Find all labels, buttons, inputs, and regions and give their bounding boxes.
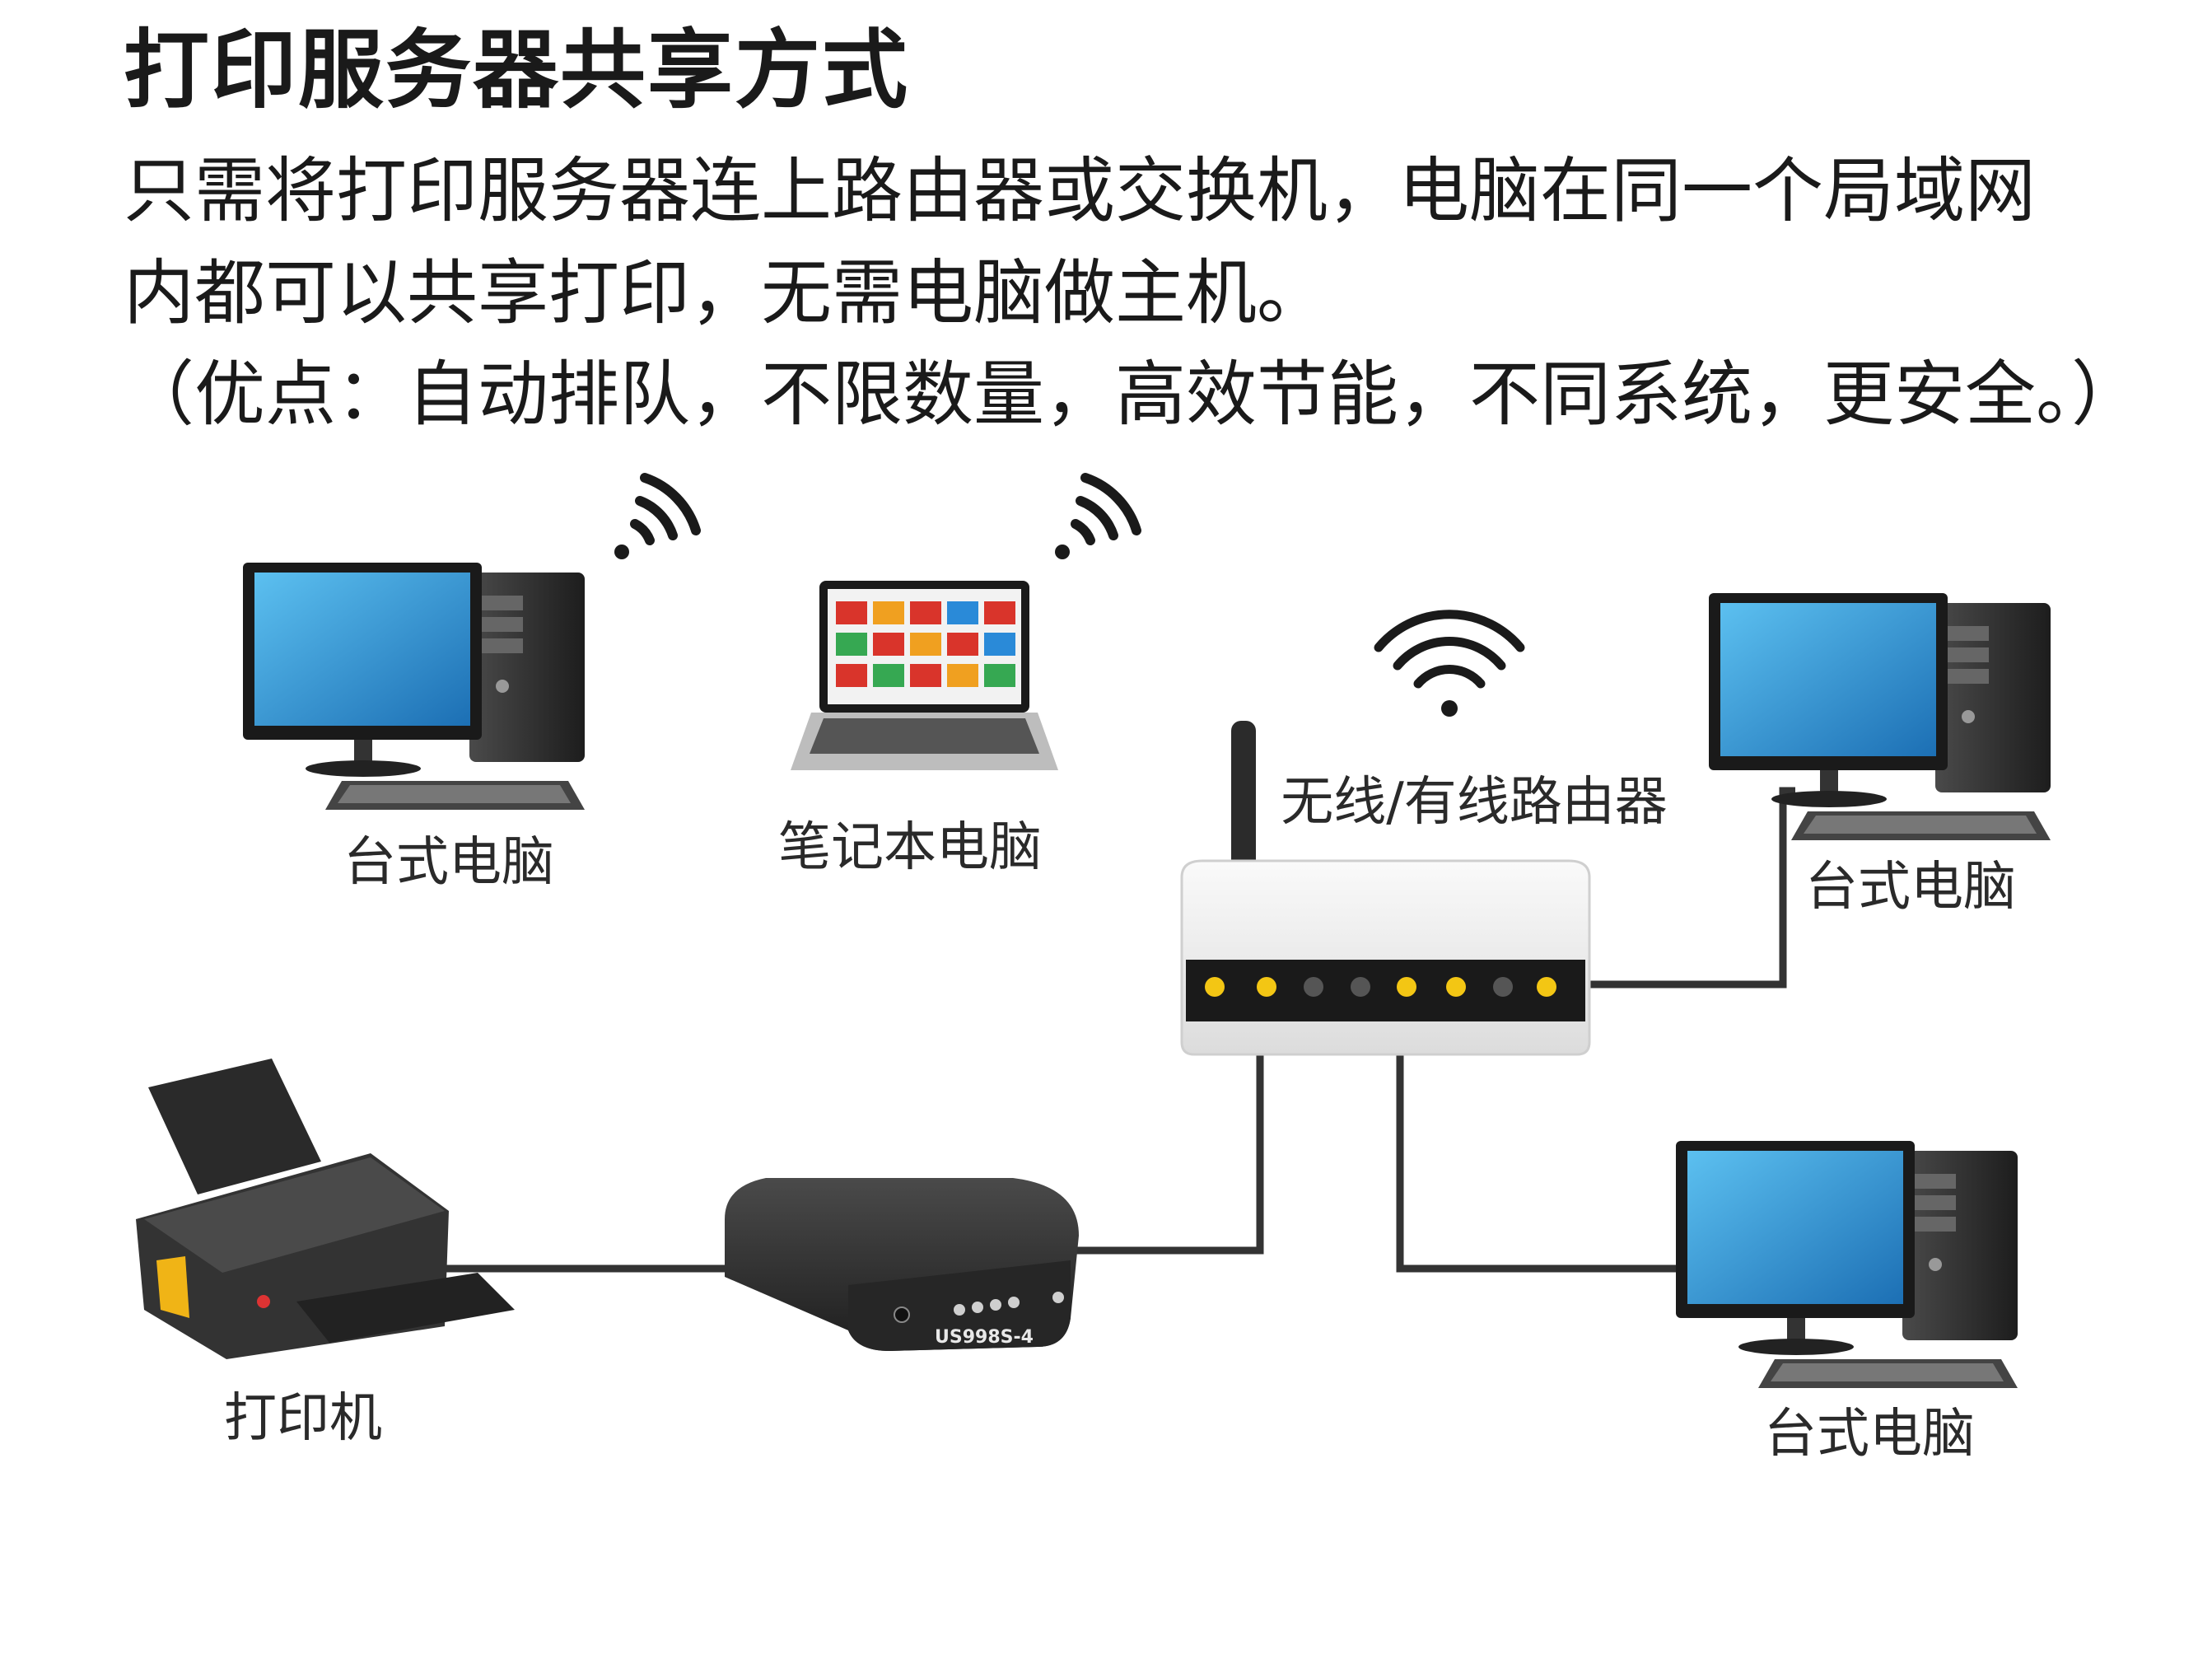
printer: 打印机	[136, 1059, 515, 1449]
desktop-3: 台式电脑	[1676, 1141, 2018, 1465]
printer-label: 打印机	[224, 1388, 382, 1449]
desktop-3-label: 台式电脑	[1764, 1404, 1975, 1465]
router: 无线/有线路由器	[1182, 615, 1668, 1054]
line-router-to-desktop-3	[1400, 1054, 1680, 1269]
wifi-signal-icon	[1055, 478, 1136, 559]
printer-icon	[136, 1059, 515, 1359]
print-server-model: US998S-4	[935, 1327, 1034, 1348]
desktop-1: 台式电脑	[243, 478, 696, 893]
wifi-broadcast-icon	[1379, 615, 1520, 717]
desktop-computer-icon	[1676, 1141, 2018, 1388]
connection-lines	[445, 791, 1795, 1269]
line-server-to-router	[1075, 1054, 1260, 1250]
laptop-label: 笔记本电脑	[778, 817, 1042, 878]
desktop-2: 台式电脑	[1709, 593, 2051, 918]
print-server: US998S-4	[725, 1178, 1079, 1351]
print-server-icon	[725, 1178, 1079, 1351]
desktop-2-label: 台式电脑	[1805, 857, 2016, 918]
wifi-signal-icon	[614, 478, 696, 559]
laptop: 笔记本电脑	[778, 478, 1136, 878]
desktop-computer-icon	[243, 563, 585, 810]
laptop-icon	[791, 581, 1058, 770]
desktop-computer-icon	[1709, 593, 2051, 840]
router-icon	[1182, 721, 1589, 1054]
router-label: 无线/有线路由器	[1281, 772, 1668, 833]
desktop-1-label: 台式电脑	[343, 832, 554, 893]
